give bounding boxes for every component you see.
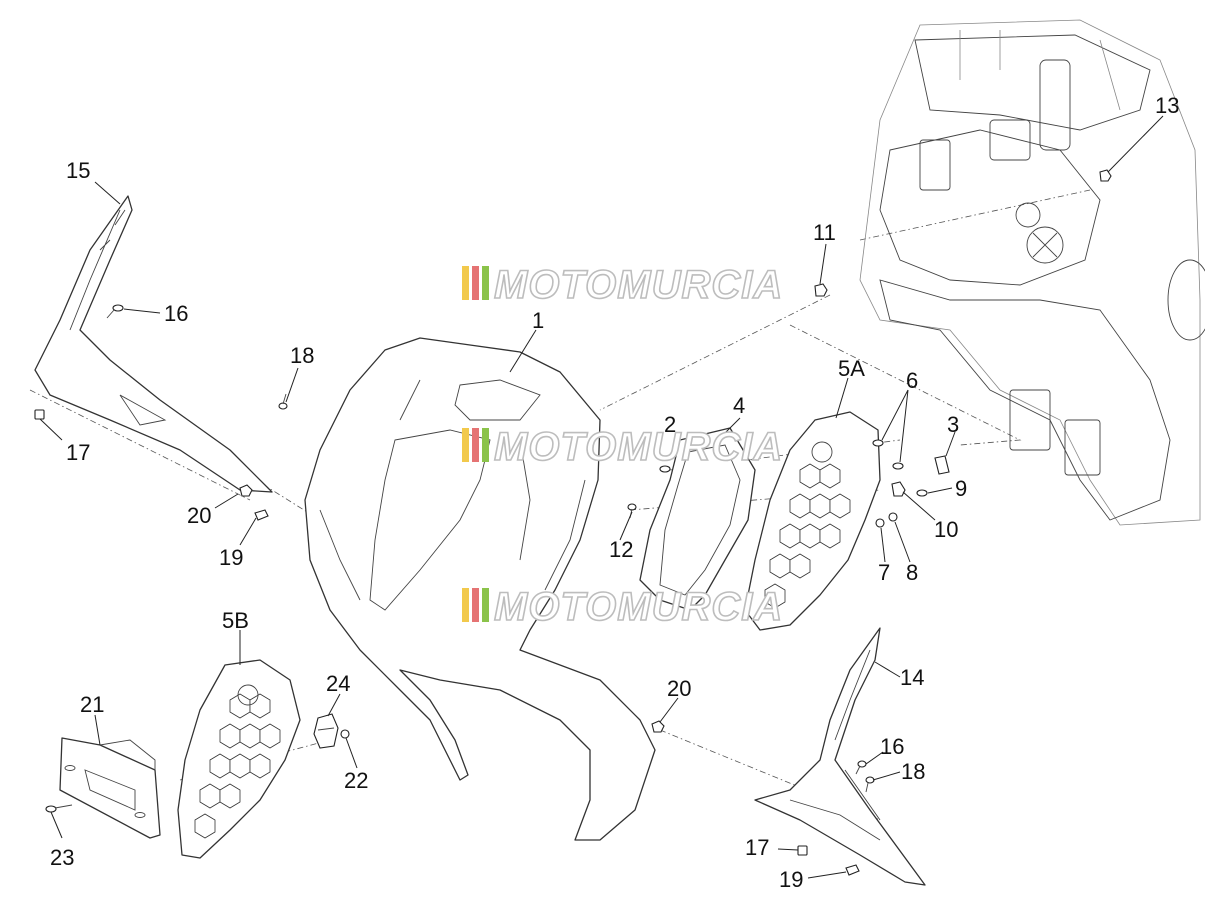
part-14-right-lower-trim <box>754 627 926 886</box>
callout-8: 8 <box>906 560 918 585</box>
part-1-front-shield <box>304 337 656 841</box>
watermark-stripe <box>482 428 489 462</box>
watermark-stripe <box>462 266 469 300</box>
callout-20-upper: 20 <box>187 503 211 528</box>
nut-20-lower <box>651 720 665 733</box>
leader-lines <box>39 115 1164 879</box>
washer-7 <box>875 518 885 528</box>
screw-12 <box>627 503 637 519</box>
screw-9 <box>916 489 928 497</box>
clip-19-upper <box>254 509 269 521</box>
callout-3: 3 <box>947 412 959 437</box>
watermark-stripe <box>472 588 479 622</box>
callout-12: 12 <box>609 537 633 562</box>
watermark-stripe <box>482 266 489 300</box>
watermark-stripe <box>472 266 479 300</box>
screw-16-upper <box>106 304 124 319</box>
clip-13 <box>1099 169 1112 182</box>
nut-8 <box>888 512 898 522</box>
watermark-text: MOTOMURCIA <box>494 585 783 629</box>
callout-18-lower: 18 <box>901 759 925 784</box>
part-5b-grid <box>194 693 281 839</box>
callout-2: 2 <box>664 412 676 437</box>
callout-19-upper: 19 <box>219 545 243 570</box>
callout-23: 23 <box>50 845 74 870</box>
nut-22 <box>340 729 350 739</box>
callout-5b: 5B <box>222 608 249 633</box>
scooter-frame <box>859 19 1205 526</box>
callout-18-upper: 18 <box>290 343 314 368</box>
clip-3 <box>934 455 950 475</box>
callout-17-lower: 17 <box>745 835 769 860</box>
part-4-inner-trim <box>639 427 756 611</box>
part-5b-left-headlight <box>177 659 301 859</box>
callout-22: 22 <box>344 768 368 793</box>
watermark-bottom: MOTOMURCIA <box>462 584 783 630</box>
callout-15: 15 <box>66 158 90 183</box>
watermark-stripe <box>472 428 479 462</box>
part-24-clip <box>313 713 339 749</box>
callout-14: 14 <box>900 665 924 690</box>
callout-labels: 1 2 3 4 5A 5B 6 7 8 9 10 11 12 13 14 15 … <box>50 93 1179 892</box>
screw-2 <box>659 465 671 473</box>
watermark-middle: MOTOMURCIA <box>462 424 783 470</box>
callout-16-upper: 16 <box>164 301 188 326</box>
callout-10: 10 <box>934 517 958 542</box>
callout-6: 6 <box>906 368 918 393</box>
callout-4: 4 <box>733 393 745 418</box>
clip-10 <box>891 481 906 497</box>
screw-6-bottom <box>892 462 904 470</box>
callout-7: 7 <box>878 560 890 585</box>
watermark-stripe <box>482 588 489 622</box>
screw-16-lower <box>855 760 867 775</box>
callout-1: 1 <box>532 308 544 333</box>
nut-20-upper <box>239 484 253 497</box>
watermark-text: MOTOMURCIA <box>494 425 783 469</box>
callout-19-lower: 19 <box>779 867 803 892</box>
callout-24: 24 <box>326 671 350 696</box>
screw-6-top <box>872 439 884 447</box>
watermark-top: MOTOMURCIA <box>462 262 783 308</box>
screw-18-upper <box>278 393 288 410</box>
clip-11 <box>814 283 828 297</box>
callout-21: 21 <box>80 692 104 717</box>
clip-17-upper <box>34 409 45 420</box>
part-5a-grid <box>764 463 851 609</box>
part-15-left-upper-trim <box>34 195 273 493</box>
watermark-stripe <box>462 588 469 622</box>
callout-20-lower: 20 <box>667 676 691 701</box>
callout-13: 13 <box>1155 93 1179 118</box>
part-5a-right-headlight <box>744 411 881 631</box>
clip-19-lower <box>845 864 860 876</box>
screw-18-lower <box>865 776 875 793</box>
callout-16-lower: 16 <box>880 734 904 759</box>
callout-17-upper: 17 <box>66 440 90 465</box>
watermark-text: MOTOMURCIA <box>494 263 783 307</box>
callout-9: 9 <box>955 476 967 501</box>
callout-11: 11 <box>813 220 836 245</box>
screw-23 <box>45 804 73 813</box>
watermark-stripe <box>462 428 469 462</box>
part-21-plate-bracket <box>59 737 161 839</box>
callout-5a: 5A <box>838 356 865 381</box>
clip-17-lower <box>797 845 808 856</box>
